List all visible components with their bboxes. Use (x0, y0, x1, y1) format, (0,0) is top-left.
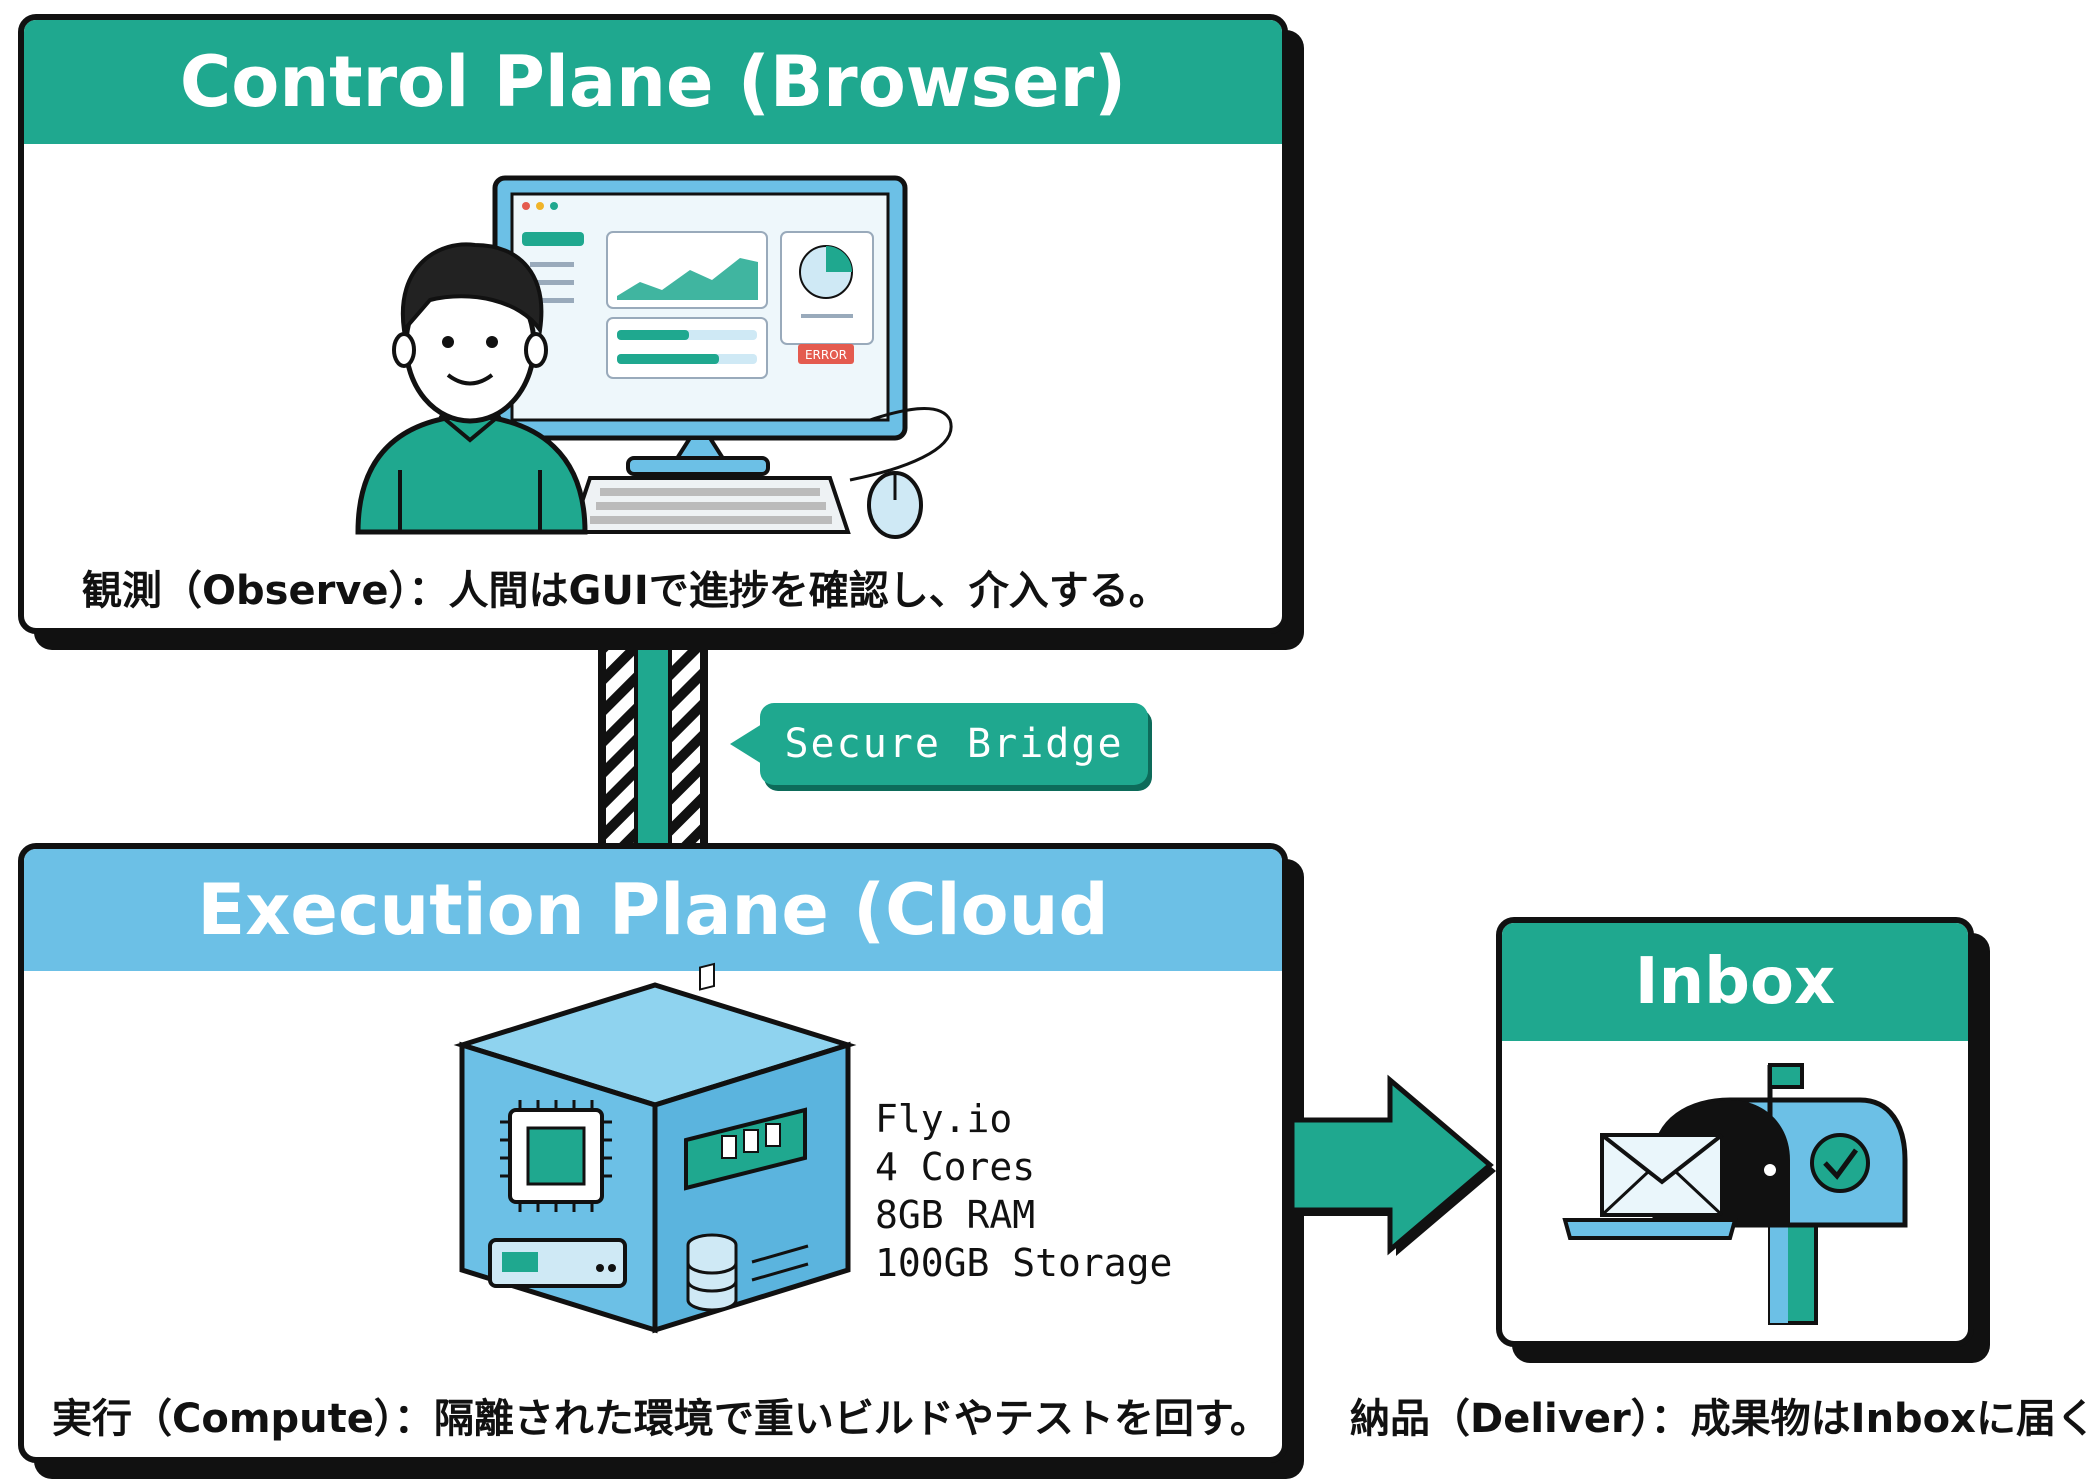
server-cube-icon (453, 962, 857, 1334)
spec-cores: 4 Cores (875, 1145, 1036, 1189)
spec-storage: 100GB Storage (875, 1241, 1173, 1285)
person-icon (355, 242, 588, 535)
secure-bridge-label: Secure Bridge (730, 703, 1148, 785)
ram-icon (684, 962, 807, 1191)
execution-specs: Fly.io 4 Cores 8GB RAM 100GB Storage (875, 1095, 1172, 1287)
execution-plane-title: Execution Plane (Cloud Sandbox) (24, 849, 1282, 1073)
inbox-caption: 納品（Deliver）：成果物はInboxに届く。 (1350, 1396, 2097, 1442)
monitor-error-badge: ERROR (805, 348, 847, 362)
execution-plane-panel: Execution Plane (Cloud Sandbox) (18, 843, 1288, 1463)
control-plane-caption: 観測（Observe）：人間はGUIで進捗を確認し、介入する。 (82, 568, 1169, 614)
spec-provider: Fly.io (875, 1097, 1013, 1141)
inbox-title: Inbox (1502, 923, 1968, 1041)
cpu-icon (500, 1100, 612, 1212)
arrow-right-icon (1289, 1074, 1496, 1256)
spec-ram: 8GB RAM (875, 1193, 1036, 1237)
execution-plane-caption: 実行（Compute）：隔離された環境で重いビルドやテストを回す。 (52, 1396, 1270, 1442)
keyboard-icon (569, 476, 851, 534)
database-icon (686, 1233, 809, 1312)
mouse-icon (849, 406, 953, 539)
monitor-icon: ERROR (492, 175, 908, 476)
envelope-icon (1600, 1133, 1724, 1217)
drive-slot (488, 1238, 627, 1288)
check-icon (1810, 1133, 1870, 1193)
control-plane-title: Control Plane (Browser) (24, 20, 1282, 144)
mailbox-icon (1562, 1063, 1908, 1325)
